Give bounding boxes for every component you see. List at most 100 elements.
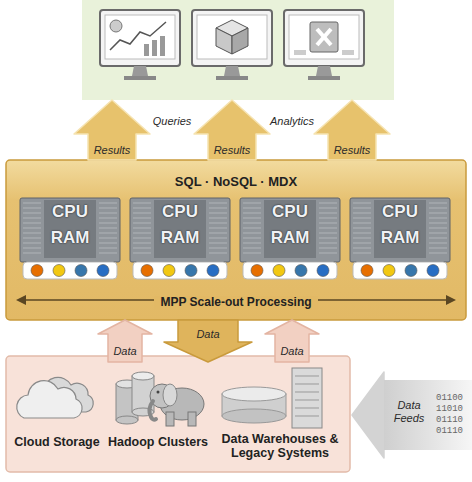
server-rack bbox=[99, 208, 117, 209]
server-rack bbox=[99, 228, 117, 229]
hadoop-icon bbox=[188, 412, 196, 426]
node-text: Queries bbox=[153, 115, 192, 128]
server-rack bbox=[319, 218, 337, 219]
monitor bbox=[192, 10, 272, 66]
server-rack bbox=[429, 253, 447, 254]
monitor bbox=[216, 28, 232, 54]
server-rack bbox=[23, 228, 41, 229]
flow-arrow bbox=[98, 320, 152, 362]
server-rack bbox=[243, 203, 261, 204]
data-feed-arrow: Data Feeds bbox=[384, 380, 472, 450]
server-rack bbox=[141, 265, 153, 277]
source-item: Cloud Storage bbox=[12, 362, 102, 466]
server-rack bbox=[319, 233, 337, 234]
double-arrow bbox=[16, 295, 26, 305]
server-rack bbox=[23, 218, 41, 219]
server-rack bbox=[99, 243, 117, 244]
server-rack bbox=[99, 238, 117, 239]
client-panel bbox=[82, 0, 394, 100]
warehouse-icon bbox=[222, 387, 286, 401]
monitor bbox=[110, 20, 122, 32]
arrow-label: Data bbox=[280, 345, 303, 358]
hadoop-icon bbox=[163, 384, 177, 406]
monitor bbox=[105, 15, 175, 59]
node-subtext: MPP Scale-out Processing bbox=[154, 296, 317, 310]
server-rack bbox=[383, 265, 395, 277]
server-rack bbox=[353, 213, 371, 214]
server-rack bbox=[209, 213, 227, 214]
double-arrow bbox=[446, 295, 456, 305]
server-rack bbox=[209, 203, 227, 204]
server-rack bbox=[353, 238, 371, 239]
server-rack bbox=[374, 200, 426, 258]
hadoop-icon bbox=[116, 372, 204, 426]
binary-digits: 01110 bbox=[436, 416, 463, 425]
warehouse-icon bbox=[295, 416, 319, 417]
binary-digits: 01100 bbox=[436, 394, 463, 403]
server-rack bbox=[243, 248, 261, 249]
server-rack bbox=[243, 253, 261, 254]
processing-panel: SQL · NoSQL · MDXMPP Scale-out Processin… bbox=[6, 160, 466, 320]
server-box: CPURAM bbox=[130, 198, 230, 282]
hadoop-icon bbox=[132, 372, 154, 380]
warehouse-icon bbox=[295, 392, 319, 393]
server-rack bbox=[317, 265, 329, 277]
server-rack bbox=[243, 228, 261, 229]
server-rack bbox=[154, 200, 206, 258]
server-rack bbox=[353, 253, 371, 254]
monitor bbox=[100, 10, 180, 80]
server-rack bbox=[133, 243, 151, 244]
server-rack bbox=[353, 228, 371, 229]
server-rack bbox=[353, 208, 371, 209]
node-text: Cloud Storage bbox=[14, 435, 99, 449]
monitor bbox=[317, 29, 331, 45]
server-rack bbox=[99, 203, 117, 204]
arrow-label: Results bbox=[334, 144, 371, 157]
server-rack bbox=[185, 265, 197, 277]
server-rack bbox=[319, 238, 337, 239]
node-subtext: RAM bbox=[161, 228, 200, 248]
hadoop-icon bbox=[149, 401, 156, 420]
server-rack bbox=[243, 243, 261, 244]
server-rack bbox=[273, 265, 285, 277]
arrow-label: Results bbox=[94, 144, 131, 157]
server-rack bbox=[243, 262, 337, 279]
binary-digits: 01110 bbox=[436, 427, 463, 436]
server-rack bbox=[75, 265, 87, 277]
server-rack bbox=[209, 223, 227, 224]
server-rack bbox=[209, 253, 227, 254]
server-rack bbox=[319, 203, 337, 204]
server-rack bbox=[209, 248, 227, 249]
monitor bbox=[289, 15, 359, 59]
server-box: CPURAM bbox=[350, 198, 450, 282]
monitor bbox=[317, 29, 331, 45]
server-rack bbox=[130, 198, 230, 262]
hadoop-icon bbox=[116, 416, 138, 424]
monitor bbox=[152, 40, 157, 56]
server-rack bbox=[23, 208, 41, 209]
server-rack bbox=[353, 248, 371, 249]
client-panel: QueriesAnalytics bbox=[82, 0, 394, 100]
server-rack bbox=[23, 233, 41, 234]
server-rack bbox=[427, 265, 439, 277]
server-rack bbox=[133, 228, 151, 229]
hadoop-icon bbox=[166, 412, 174, 426]
server-rack bbox=[209, 233, 227, 234]
server-rack bbox=[209, 218, 227, 219]
binary-digits: 11010 bbox=[436, 405, 463, 414]
node-text: Data Feeds bbox=[386, 399, 432, 424]
server-rack bbox=[23, 223, 41, 224]
node-subtext: RAM bbox=[51, 228, 90, 248]
monitor bbox=[342, 50, 354, 55]
monitor bbox=[160, 36, 165, 56]
flow-arrow bbox=[314, 100, 390, 160]
node-text: CPU bbox=[272, 202, 308, 222]
server-rack bbox=[429, 213, 447, 214]
server-rack bbox=[429, 218, 447, 219]
server-rack bbox=[319, 208, 337, 209]
monitor bbox=[132, 66, 148, 76]
server-rack bbox=[23, 262, 117, 279]
node-subtext: RAM bbox=[271, 228, 310, 248]
server-rack bbox=[99, 218, 117, 219]
monitor bbox=[316, 66, 332, 76]
